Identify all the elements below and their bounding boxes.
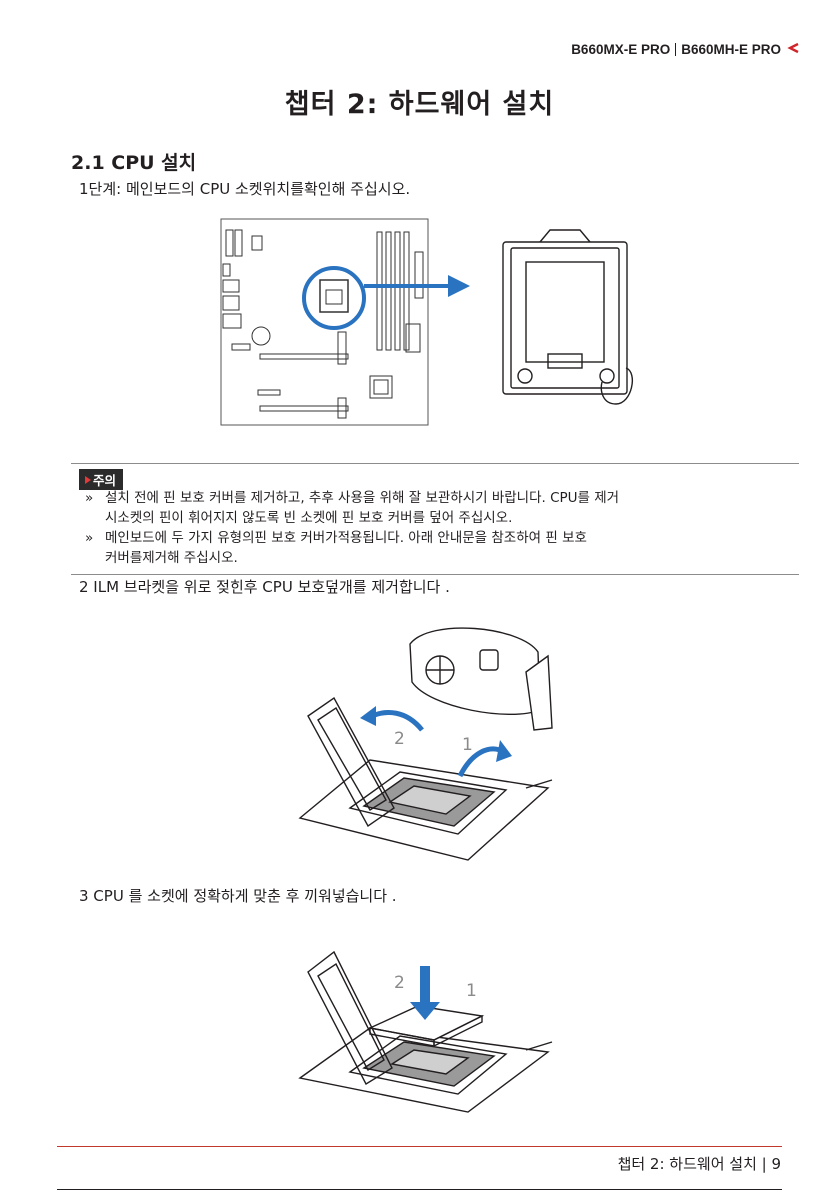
step-3-text: 3 CPU 를 소켓에 정확하게 맞춘 후 끼워넣습니다 . — [79, 887, 397, 905]
caution-label: 주의 — [93, 473, 117, 488]
bullet-icon: » — [85, 530, 94, 546]
model-header: B660MX-E PRO B660MH-E PRO — [571, 42, 781, 57]
model-name-b: B660MH-E PRO — [681, 42, 781, 57]
model-separator — [675, 43, 677, 56]
chapter-title: 챕터 2: 하드웨어 설치 — [284, 89, 555, 120]
caution-item-line: 커버를제거해 주십시오. — [105, 550, 238, 566]
footer-divider-top — [57, 1146, 782, 1147]
ilm-bracket-figure: 2 1 — [298, 627, 553, 861]
caution-box: 주의 » 설치 전에 핀 보호 커버를 제거하고, 추후 사용을 위해 잘 보관… — [71, 463, 799, 575]
caution-item-line: 설치 전에 핀 보호 커버를 제거하고, 추후 사용을 위해 잘 보관하시기 바… — [105, 490, 620, 506]
page-footer: 챕터 2: 하드웨어 설치 | 9 — [617, 1155, 781, 1173]
section-title: 2.1 CPU 설치 — [71, 152, 197, 174]
bullet-icon: » — [85, 490, 94, 506]
step-2-text: 2 ILM 브라켓을 위로 젖힌후 CPU 보호덮개를 제거합니다 . — [79, 578, 450, 596]
step-number-label: 1 — [466, 981, 477, 1001]
caution-item-line: 메인보드에 두 가지 유형의핀 보호 커버가적용됩니다. 아래 안내문을 참조하… — [105, 530, 587, 546]
chevron-left-icon — [787, 42, 799, 54]
model-name-a: B660MX-E PRO — [571, 42, 671, 57]
caution-triangle-icon — [85, 476, 91, 484]
step-number-label: 2 — [394, 729, 405, 749]
insert-cpu-figure: 2 1 — [298, 950, 553, 1113]
motherboard-socket-figure — [220, 218, 634, 426]
footer-divider-bottom — [57, 1189, 782, 1190]
caution-badge: 주의 — [79, 469, 124, 490]
caution-item-line: 시소켓의 핀이 휘어지지 않도록 빈 소켓에 핀 보호 커버를 덮어 주십시오. — [105, 510, 513, 526]
step-1-text: 1단계: 메인보드의 CPU 소켓위치를확인해 주십시오. — [79, 180, 411, 198]
step-number-label: 2 — [394, 973, 405, 993]
step-number-label: 1 — [462, 735, 473, 755]
